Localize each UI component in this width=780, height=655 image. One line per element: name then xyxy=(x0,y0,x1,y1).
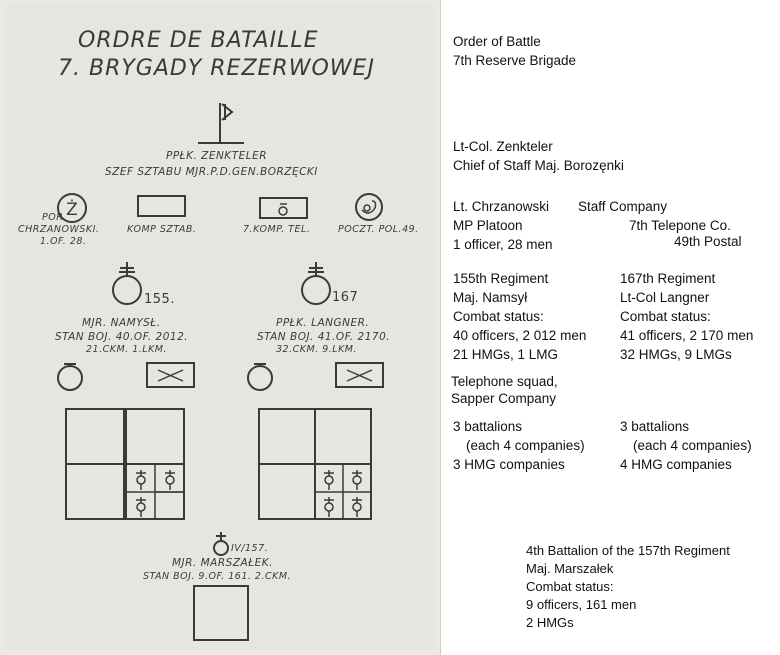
doc-reg167-cmdr: PPŁK. LANGNER. xyxy=(276,317,370,329)
hmg-company-155-2-icon xyxy=(165,470,175,490)
doc-bat-cmdr: MJR. MARSZAŁEK. xyxy=(172,557,273,569)
doc-mp-strength: 1.OF. 28. xyxy=(40,236,87,247)
en-r155-name: 155th Regiment xyxy=(453,271,549,286)
battalion-iv-157-icon xyxy=(193,532,249,641)
en-mp-platoon: MP Platoon xyxy=(453,218,523,233)
telephone-squad-155-icon xyxy=(57,363,83,391)
en-iv-name: 4th Battalion of the 157th Regiment xyxy=(526,543,730,558)
en-iv-cmdr: Maj. Marszałek xyxy=(526,561,614,576)
en-b155-companies: (each 4 companies) xyxy=(466,438,585,453)
postal-horn-icon xyxy=(355,193,383,221)
telephone-squad-167-icon xyxy=(247,363,273,391)
doc-postal: POCZT. POL.49. xyxy=(338,224,419,235)
regiment-167-icon xyxy=(301,262,331,305)
doc-reg155-cmdr: MJR. NAMYSŁ. xyxy=(82,317,161,329)
regiment-155-icon xyxy=(112,262,142,305)
en-r167-mg: 32 HMGs, 9 LMGs xyxy=(620,347,732,362)
doc-reg155-stan: STAN BOJ. 40.OF. 2012. xyxy=(55,331,189,343)
en-iv-personnel: 9 officers, 161 men xyxy=(526,597,637,612)
hmg-company-167-2-icon xyxy=(352,470,362,490)
en-r155-mg: 21 HMGs, 1 LMG xyxy=(453,347,559,362)
en-r167-cmdr: Lt-Col Langner xyxy=(620,290,710,305)
doc-commander: PPŁK. ZENKTELER xyxy=(166,150,268,162)
en-iv-mg: 2 HMGs xyxy=(526,615,574,630)
en-r167-personnel: 41 officers, 2 170 men xyxy=(620,328,754,343)
doc-title-line1: ORDRE DE BATAILLE xyxy=(78,28,319,53)
en-b155-hmg: 3 HMG companies xyxy=(453,457,565,472)
en-r155-personnel: 40 officers, 2 012 men xyxy=(453,328,587,343)
en-staff-company: Staff Company xyxy=(578,199,668,214)
battalions-167-icon xyxy=(258,408,372,520)
staff-company-icon xyxy=(137,195,186,217)
doc-reg155-mg: 21.CKM. 1.LKM. xyxy=(86,344,168,355)
en-b167-hmg: 4 HMG companies xyxy=(620,457,732,472)
hmg-company-167-4-icon xyxy=(352,497,362,517)
en-postal: 49th Postal xyxy=(674,234,742,249)
doc-staff-company: KOMP SZTAB. xyxy=(127,224,197,235)
en-commander: Lt-Col. Zenkteler xyxy=(453,139,553,154)
en-title-1: Order of Battle xyxy=(453,34,541,49)
hmg-company-167-1-icon xyxy=(324,470,334,490)
doc-reg167-number: 167 xyxy=(332,290,359,305)
en-chief-of-staff: Chief of Staff Maj. Borozęnki xyxy=(453,158,624,173)
mp-platoon-icon xyxy=(57,193,87,223)
doc-reg167-mg: 32.CKM. 9.LKM. xyxy=(276,344,358,355)
en-r155-status-label: Combat status: xyxy=(453,309,544,324)
en-iv-status-label: Combat status: xyxy=(526,579,614,594)
en-telephone-squad: Telephone squad, xyxy=(451,374,558,389)
doc-mp-name-2: CHRZANOWSKI. xyxy=(18,224,100,235)
brigade-hq-flag-icon xyxy=(198,103,244,144)
en-b155-battalions: 3 battalions xyxy=(453,419,523,434)
scanned-document: Ż ORDRE DE BATAILLE 7. BRYGADY REZERWOWE… xyxy=(0,0,441,655)
en-telephone-company: 7th Telepone Co. xyxy=(629,218,731,233)
doc-telephone-company: 7.KOMP. TEL. xyxy=(243,224,311,235)
mp-symbol: Ż xyxy=(66,199,78,220)
doc-chief-of-staff: SZEF SZTABU MJR.P.D.GEN.BORZĘCKI xyxy=(105,166,318,178)
en-r167-status-label: Combat status: xyxy=(620,309,711,324)
hmg-company-155-1-icon xyxy=(136,470,146,490)
en-b167-companies: (each 4 companies) xyxy=(633,438,752,453)
hmg-company-167-3-icon xyxy=(324,497,334,517)
doc-title-line2: 7. BRYGADY REZERWOWEJ xyxy=(58,56,375,81)
en-b167-battalions: 3 battalions xyxy=(620,419,690,434)
sapper-company-167-icon xyxy=(335,362,384,388)
symbol-layer: Ż xyxy=(57,103,384,641)
sapper-company-155-icon xyxy=(146,362,195,388)
en-mp-strength: 1 officer, 28 men xyxy=(453,237,553,252)
doc-reg167-stan: STAN BOJ. 41.OF. 2170. xyxy=(257,331,391,343)
en-r155-cmdr: Maj. Namsył xyxy=(453,290,528,305)
en-mp-name: Lt. Chrzanowski xyxy=(453,199,550,214)
en-r167-name: 167th Regiment xyxy=(620,271,716,286)
hmg-company-155-3-icon xyxy=(136,497,146,517)
doc-mp-name-1: POR. xyxy=(42,212,67,223)
doc-reg155-number: 155. xyxy=(144,292,175,307)
en-title-2: 7th Reserve Brigade xyxy=(453,53,577,68)
battalions-155-icon xyxy=(65,408,185,520)
doc-bat-number: IV/157. xyxy=(231,543,269,554)
en-sapper-company: Sapper Company xyxy=(451,391,557,406)
telephone-company-icon xyxy=(259,197,308,219)
doc-bat-stan: STAN BOJ. 9.OF. 161. 2.CKM. xyxy=(143,571,292,582)
